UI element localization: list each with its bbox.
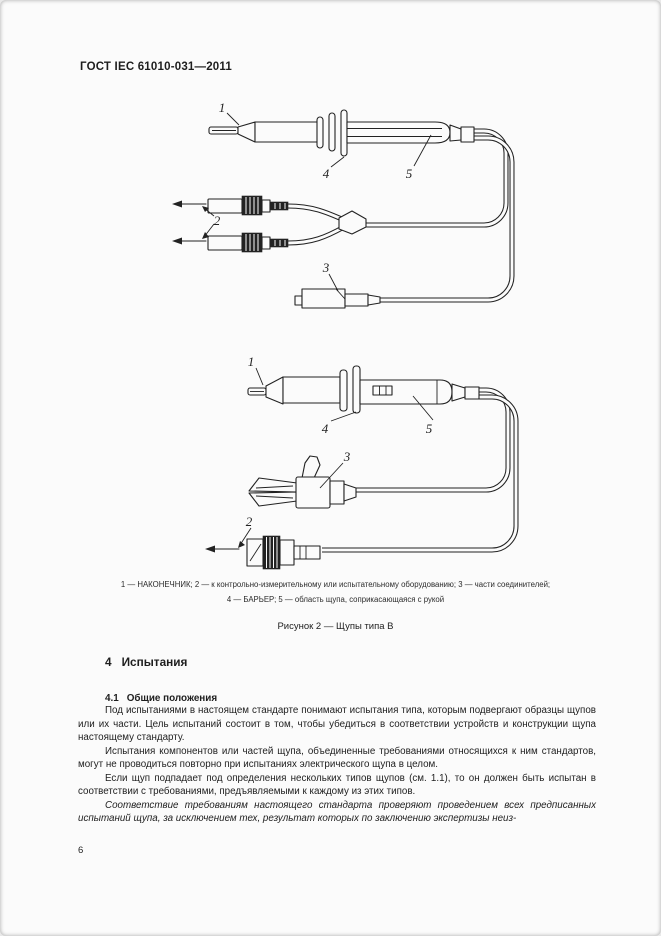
probe-switch [372,385,393,396]
callout-5: 5 [426,421,433,436]
leader-line [319,462,344,489]
paragraph: Под испытаниями в настоящем стандарте по… [78,705,596,743]
callout-3: 3 [322,260,330,275]
section-number: 4 [105,655,112,669]
subsection-heading: 4.1 Общие положения [105,693,217,704]
cable-y-junction [338,210,367,235]
callout-2: 2 [246,514,253,529]
connector-part-a: 3 [294,260,381,309]
probe-a-handle [346,121,451,144]
body-text: Под испытаниями в настоящем стандарте по… [78,704,596,826]
probe-b-cable-loops [322,387,519,553]
probe-a-body [208,109,475,157]
probe-a-callouts: 1 4 5 [219,100,432,181]
barrier-disc [316,116,324,149]
banana-plug-top [207,195,289,216]
clip-lever [301,455,321,479]
callout-4: 4 [323,166,330,181]
figure-key-line1: 1 — НАКОНЕЧНИК; 2 — к контрольно-измерит… [120,580,551,589]
figure-title: Рисунок 2 — Щупы типа В [277,621,394,632]
barrier-disc [339,369,348,412]
alligator-clip: 3 [248,449,357,509]
section-heading: 4 Испытания [105,655,187,669]
bnc-connector: 2 [205,514,321,570]
figure-2-drawing: 3 [172,100,519,570]
barrier-disc [352,365,361,414]
page-number: 6 [78,845,84,856]
callout-3: 3 [343,449,351,464]
equipment-arrows: 2 [172,200,221,245]
callout-4: 4 [322,421,329,436]
probe-b-body [247,365,480,414]
subsection-number: 4.1 [105,693,119,704]
paragraph-italic: Соответствие требованиям настоящего стан… [78,799,596,825]
callout-5: 5 [406,166,413,181]
paragraph: Если щуп подпадает под определения неско… [78,772,596,798]
banana-plug-bottom [207,232,289,253]
callout-1: 1 [248,354,255,369]
probe-b: 3 2 [205,354,519,570]
paragraph: Испытания компонентов или частей щупа, о… [78,745,596,771]
figure-key-line2: 4 — БАРЬЕР; 5 — область щупа, соприкасаю… [226,595,445,604]
callout-1: 1 [219,100,226,115]
section-title: Испытания [121,655,188,669]
probe-a-cable-loops [287,128,515,303]
subsection-title: Общие положения [126,693,218,704]
probe-b-callouts: 1 4 5 [248,354,434,436]
callout-2: 2 [214,213,221,228]
leader-line [328,273,339,292]
barrier-disc [340,109,348,157]
barrier-disc [328,112,336,152]
probe-a: 3 [172,100,515,309]
standard-code-header: ГОСТ IEC 61010-031—2011 [80,61,232,73]
